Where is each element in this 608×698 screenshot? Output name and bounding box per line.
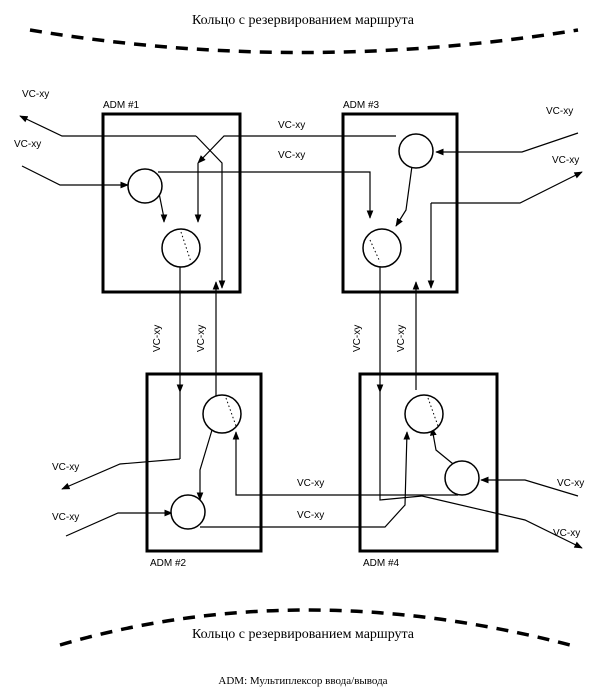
- adm2-add-circle: [170, 494, 206, 530]
- vc-label-top-left-1: VC-xy: [22, 89, 49, 100]
- adm3-add-in: [435, 132, 579, 156]
- adm1-internal-c: [195, 135, 226, 289]
- vc-label-top-span-2: VC-xy: [278, 150, 305, 161]
- adm1-box: [101, 112, 242, 294]
- adm3-internal-a: [395, 165, 413, 227]
- adm4-drop-out: [421, 495, 583, 549]
- span-adm2-to-adm4: [200, 431, 411, 528]
- vc-label-left-span-1: VC-xy: [152, 325, 163, 352]
- vc-label-right-span-1: VC-xy: [352, 325, 363, 352]
- bottom-ring-title: Кольцо с резервированием маршрута: [192, 627, 415, 642]
- vc-label-right-span-2: VC-xy: [396, 325, 407, 352]
- span-adm4-to-adm2: [232, 431, 458, 496]
- adm3-select-circle: [362, 228, 402, 268]
- adm1-add-in: [21, 165, 129, 189]
- adm3-label: ADM #3: [343, 100, 380, 111]
- adm2-internal-c: [196, 429, 213, 501]
- vc-label-bottom-right-2: VC-xy: [553, 528, 580, 539]
- adm4-label: ADM #4: [363, 558, 400, 569]
- adm4-internal-b: [379, 392, 423, 501]
- adm1-drop-out: [19, 115, 196, 137]
- vc-label-bottom-span-1: VC-xy: [297, 478, 324, 489]
- vc-label-top-left-2: VC-xy: [14, 139, 41, 150]
- adm3-drop-out: [431, 171, 583, 204]
- adm4-box: [358, 372, 499, 553]
- vc-label-bottom-span-2: VC-xy: [297, 510, 324, 521]
- adm4-add-in: [480, 476, 579, 497]
- adm2-label: ADM #2: [150, 558, 187, 569]
- bottom-ring-arc: [59, 608, 571, 647]
- top-ring-title: Кольцо с резервированием маршрута: [192, 13, 415, 28]
- vc-label-top-right-1: VC-xy: [546, 106, 573, 117]
- adm4-internal-a: [430, 427, 459, 469]
- adm1-add-circle: [127, 168, 163, 204]
- vc-label-left-span-2: VC-xy: [196, 325, 207, 352]
- adm2-select-dotted: [225, 397, 237, 427]
- span-adm3-to-adm1: [197, 135, 396, 164]
- adm3-select-dotted: [369, 239, 381, 263]
- adm1-label: ADM #1: [103, 100, 140, 111]
- adm2-select-circle: [202, 394, 242, 434]
- adm1-select-dotted: [180, 231, 192, 263]
- adm2-box: [145, 372, 263, 553]
- top-ring-arc: [29, 28, 579, 55]
- vc-label-top-right-2: VC-xy: [552, 155, 579, 166]
- adm4-select-dotted: [427, 397, 439, 427]
- vc-label-bottom-right-1: VC-xy: [557, 478, 584, 489]
- adm1-internal-a: [157, 187, 168, 223]
- adm2-add-in: [65, 509, 173, 537]
- legend-text: ADM: Мультиплексор ввода/вывода: [218, 675, 387, 687]
- adm2-drop-out: [61, 458, 181, 490]
- adm1-select-circle: [161, 228, 201, 268]
- vc-label-bottom-left-1: VC-xy: [52, 462, 79, 473]
- adm3-add-circle: [398, 133, 434, 169]
- span-adm1-to-adm3: [158, 171, 374, 219]
- adm4-add-circle: [444, 460, 480, 496]
- vc-label-bottom-left-2: VC-xy: [52, 512, 79, 523]
- vc-label-top-span-1: VC-xy: [278, 120, 305, 131]
- adm4-select-circle: [404, 394, 444, 434]
